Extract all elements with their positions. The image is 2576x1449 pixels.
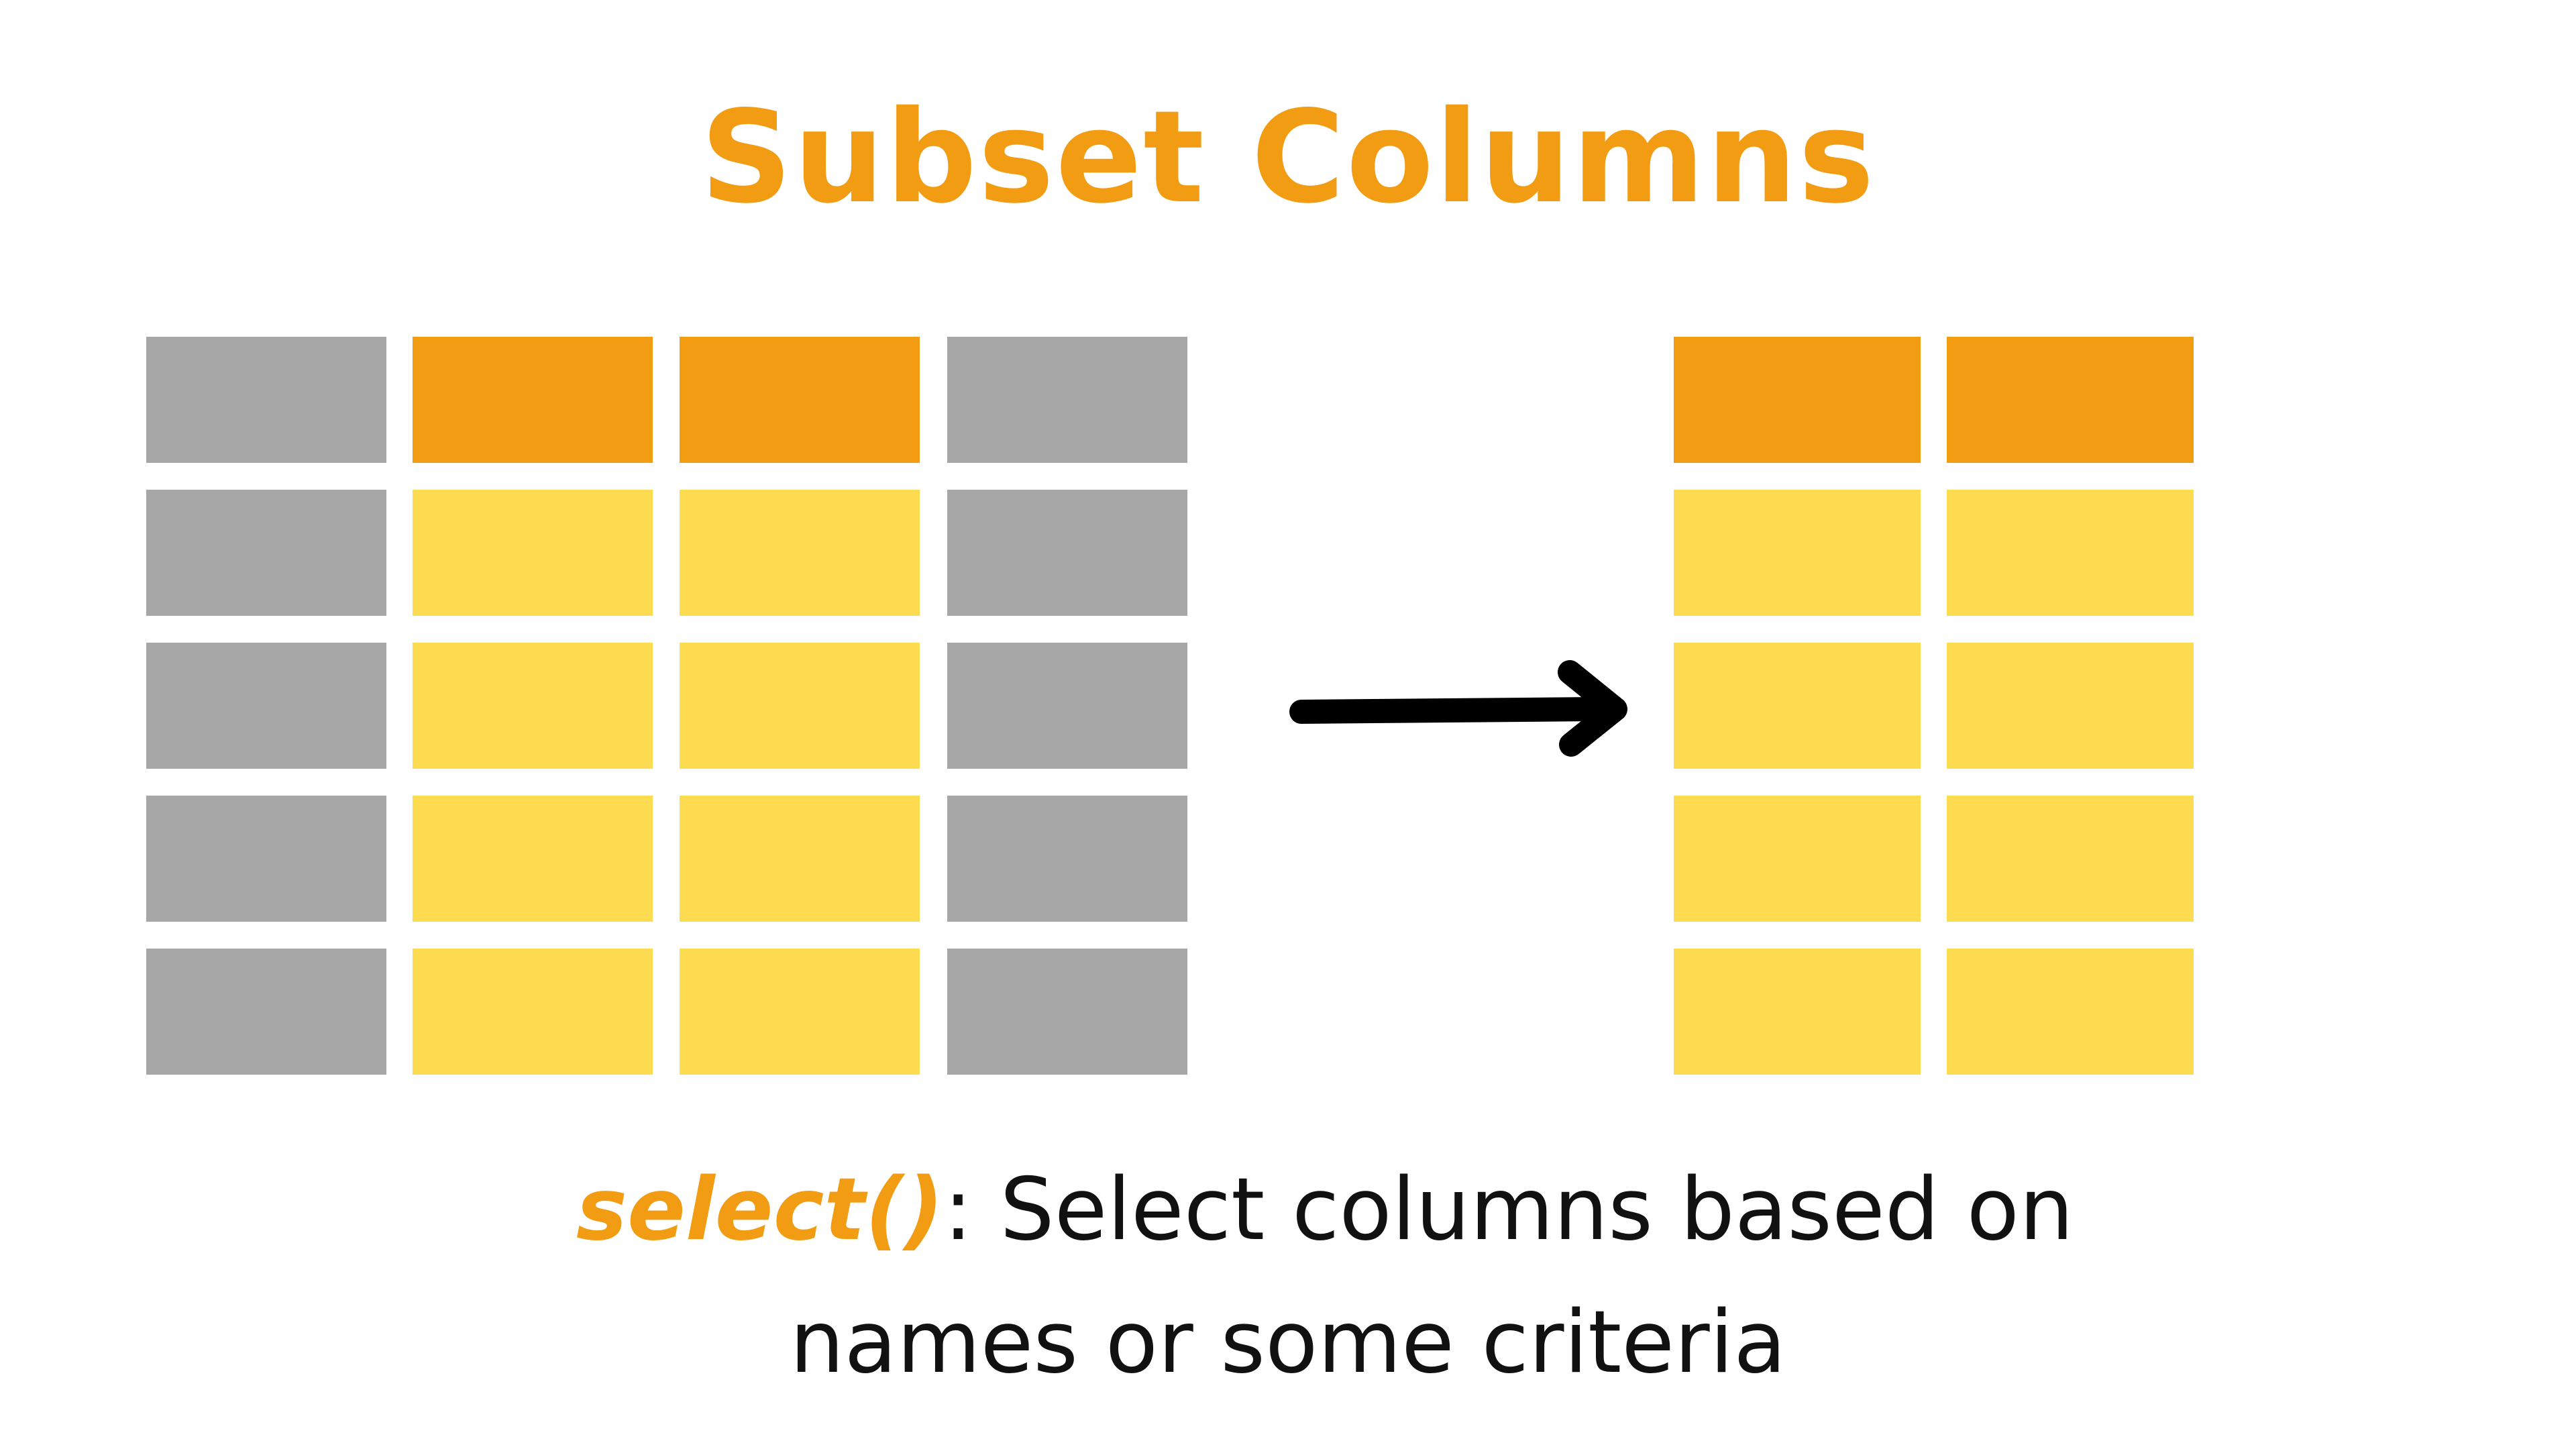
result-table-header-cell-r1-c1 <box>1674 337 1921 463</box>
caption-line-1-text: : Select columns based on <box>943 1160 2074 1260</box>
source-table-cell-r2-c2 <box>413 490 653 616</box>
result-table-cell-r2-c1 <box>1674 490 1921 616</box>
result-table-header-cell-r1-c2 <box>1947 337 2194 463</box>
source-table-header-cell-r1-c4 <box>947 337 1187 463</box>
source-table-cell-r5-c4 <box>947 949 1187 1075</box>
source-table-cell-r3-c4 <box>947 643 1187 769</box>
result-table-cell-r4-c2 <box>1947 796 2194 922</box>
function-name: select() <box>576 1160 944 1260</box>
result-table-cell-r3-c2 <box>1947 643 2194 769</box>
result-table-cell-r5-c2 <box>1947 949 2194 1075</box>
source-table-cell-r4-c3 <box>680 796 920 922</box>
source-table-header-cell-r1-c2 <box>413 337 653 463</box>
page-title: Subset Columns <box>700 83 1876 231</box>
source-table-cell-r4-c1 <box>146 796 386 922</box>
source-table-cell-r5-c2 <box>413 949 653 1075</box>
source-table-cell-r2-c4 <box>947 490 1187 616</box>
result-table-cell-r3-c1 <box>1674 643 1921 769</box>
source-table-cell-r4-c2 <box>413 796 653 922</box>
result-table-cell-r5-c1 <box>1674 949 1921 1075</box>
source-table-header-cell-r1-c1 <box>146 337 386 463</box>
source-table-cell-r3-c1 <box>146 643 386 769</box>
source-table-cell-r4-c4 <box>947 796 1187 922</box>
caption: select(): Select columns based on names … <box>0 1144 2576 1410</box>
source-table-cell-r5-c3 <box>680 949 920 1075</box>
source-table-header-cell-r1-c3 <box>680 337 920 463</box>
source-table-cell-r5-c1 <box>146 949 386 1075</box>
source-table-cell-r3-c3 <box>680 643 920 769</box>
source-table-cell-r3-c2 <box>413 643 653 769</box>
result-table-cell-r2-c2 <box>1947 490 2194 616</box>
result-table-cell-r4-c1 <box>1674 796 1921 922</box>
caption-line-2: names or some criteria <box>790 1293 1786 1393</box>
source-table-cell-r2-c1 <box>146 490 386 616</box>
source-table-cell-r2-c3 <box>680 490 920 616</box>
right-arrow-icon <box>1289 660 1627 757</box>
caption-line-1: select(): Select columns based on <box>0 1144 2576 1277</box>
